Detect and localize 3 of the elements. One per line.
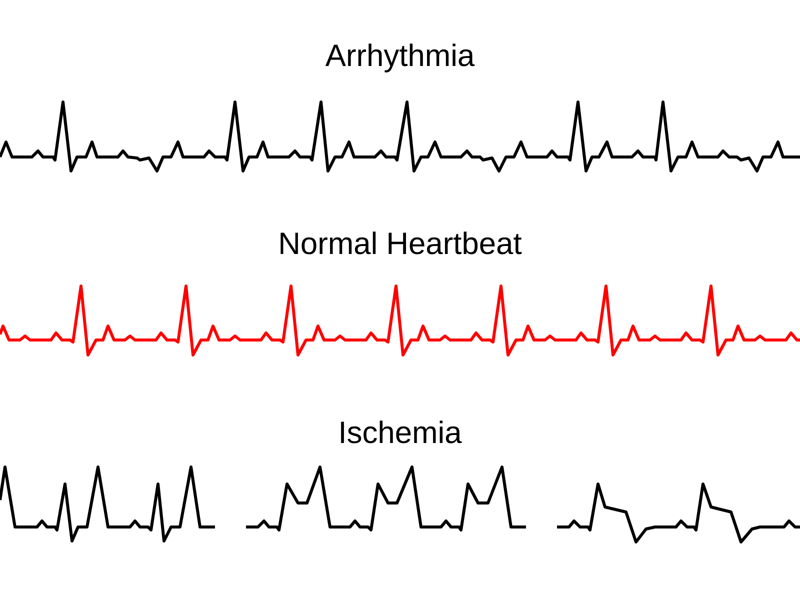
heading: Normal Heartbeat (280, 232, 522, 254)
heading: Arrhythmia (325, 44, 475, 72)
heading: Ischemia (341, 420, 462, 444)
